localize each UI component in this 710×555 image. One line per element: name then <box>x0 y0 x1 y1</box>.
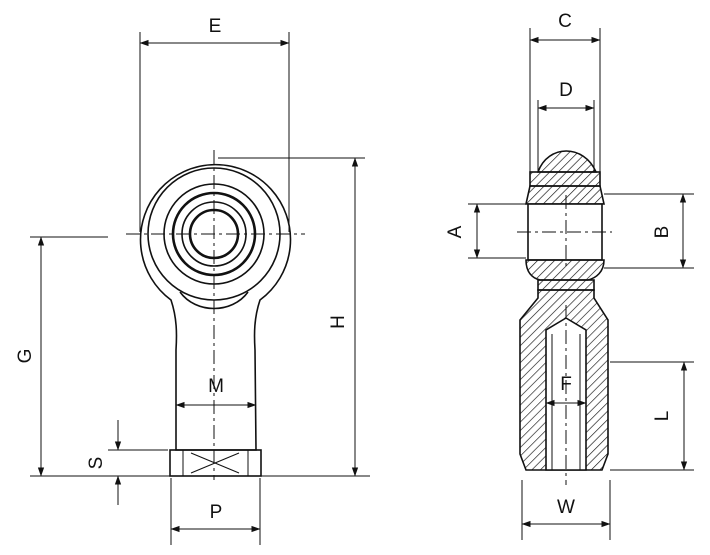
dimension-label-W: W <box>557 497 575 518</box>
bore-section <box>527 203 603 261</box>
front-view: E H G M S P <box>15 16 370 545</box>
rod-end-body-outline <box>139 163 292 451</box>
dimension-label-E: E <box>209 16 222 37</box>
dimension-label-H: H <box>328 315 349 329</box>
ball-top-section <box>536 150 598 173</box>
race-top-band <box>529 171 601 187</box>
dimension-label-C: C <box>558 11 572 32</box>
side-view: C D A B F L W <box>445 11 694 540</box>
dimension-label-D: D <box>559 80 573 101</box>
dimension-label-L: L <box>652 411 673 422</box>
dimension-label-S: S <box>86 457 107 470</box>
race-bottom-band <box>537 279 595 291</box>
dimension-label-P: P <box>210 502 223 523</box>
race-upper <box>525 185 605 205</box>
dimension-label-B: B <box>652 226 673 239</box>
hex-cross <box>190 452 240 474</box>
race-lower <box>525 259 605 281</box>
dimension-label-A: A <box>445 225 466 238</box>
dimension-label-G: G <box>15 349 36 364</box>
dimension-label-M: M <box>208 376 224 397</box>
dimension-label-F: F <box>560 374 572 395</box>
